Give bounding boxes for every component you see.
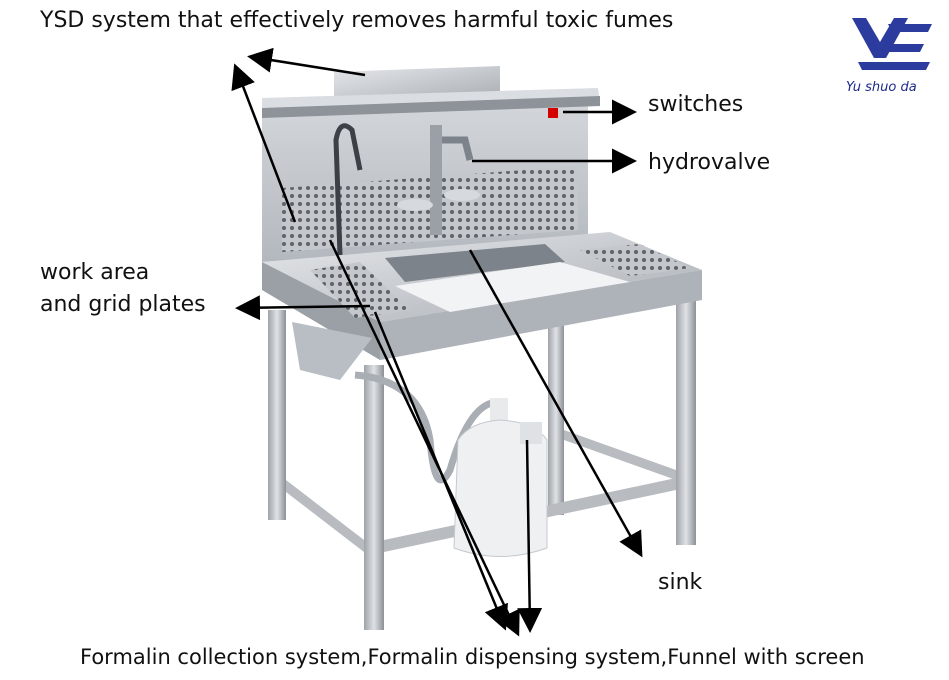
hydrovalve-label: hydrovalve — [648, 150, 771, 175]
formalin-system-label: Formalin collection system,Formalin disp… — [80, 645, 865, 669]
back-panel — [262, 92, 588, 262]
fume-extraction-hood — [262, 66, 600, 118]
work-area-label-line2: and grid plates — [40, 292, 206, 317]
hydrovalve — [333, 123, 480, 256]
funnel-with-screen — [292, 322, 372, 380]
ysd-system-label: YSD system that effectively removes harm… — [40, 8, 674, 33]
sink-label: sink — [658, 570, 703, 595]
logo-text: Yu shuo da — [846, 80, 917, 95]
company-logo — [852, 18, 932, 70]
switches-label: switches — [648, 92, 744, 117]
work-area-label-line1: work area — [40, 260, 150, 285]
annotation-arrows — [231, 47, 643, 637]
sink-basin — [385, 244, 630, 312]
switch-button — [548, 108, 558, 118]
formalin-container — [453, 398, 548, 557]
